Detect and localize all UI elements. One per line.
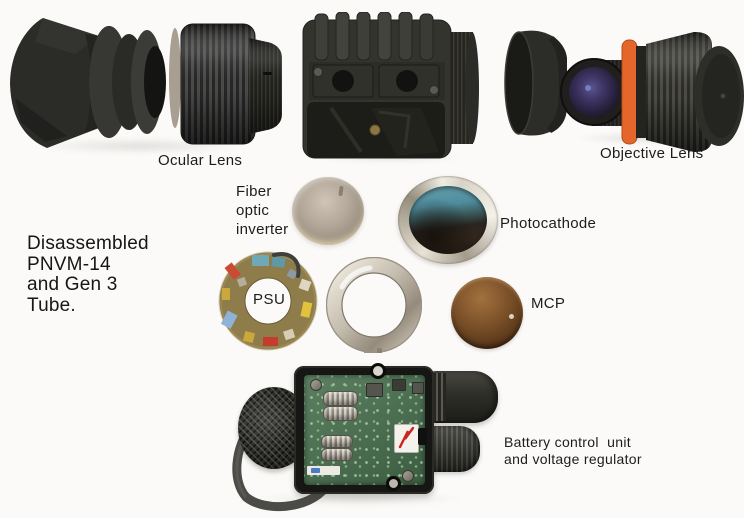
metal-retaining-ring — [326, 257, 422, 353]
body-fins — [314, 12, 434, 61]
photocathode — [398, 176, 498, 264]
psu-label: PSU — [253, 291, 286, 308]
psu-wire — [272, 252, 301, 278]
housing-hole-top — [370, 363, 386, 379]
ir-illuminator-knob — [426, 371, 498, 423]
rail-hole — [396, 70, 418, 92]
mcp-label: MCP — [531, 295, 566, 312]
housing-hole-bottom — [386, 476, 401, 491]
battery-control-unit — [294, 363, 434, 494]
pcb-chip — [412, 382, 424, 394]
pcb-screw — [402, 470, 414, 482]
objective-glass — [569, 67, 619, 117]
rail-hole — [332, 70, 354, 92]
battery-unit-label: Battery control unit and voltage regulat… — [504, 434, 642, 467]
rotary-switch-knob — [426, 426, 480, 472]
psu-ring-board — [218, 251, 318, 351]
photocathode-label: Photocathode — [500, 215, 597, 232]
mcp-fleck — [509, 314, 514, 319]
photocathode-glass — [409, 186, 487, 254]
red-wire — [398, 426, 415, 449]
lens-cap — [694, 46, 744, 146]
fiber-optic-inverter-label: Fiber optic inverter — [236, 183, 289, 239]
battery-spring-contact — [323, 391, 358, 406]
ocular-lens-label: Ocular Lens — [158, 152, 243, 169]
caption-text: Disassembled PNVM-14 and Gen 3 Tube. — [27, 233, 149, 316]
fiber-optic-inverter — [292, 177, 364, 245]
battery-spring-contact — [323, 406, 358, 421]
objective-lens-assembly — [560, 32, 744, 152]
ocular-lens-assembly — [10, 18, 282, 148]
inverter-notch — [338, 185, 344, 197]
battery-spring-contact — [321, 435, 353, 448]
psu-components — [220, 255, 313, 346]
monocular-body-housing — [302, 12, 479, 159]
objective-oring — [621, 39, 638, 145]
battery-spring-contact — [321, 448, 353, 461]
pcb-blue-mark — [311, 468, 320, 473]
objective-lens-label: Objective Lens — [600, 145, 704, 162]
pcb-chip — [366, 383, 383, 397]
pcb-label-strip — [307, 466, 340, 475]
pcb-chip — [392, 379, 406, 391]
pcb-connector — [394, 424, 419, 453]
mcp-disc — [451, 277, 523, 349]
retaining-cap-ring — [504, 30, 567, 136]
pcb-screw — [310, 379, 322, 391]
pcb-component — [418, 428, 427, 445]
